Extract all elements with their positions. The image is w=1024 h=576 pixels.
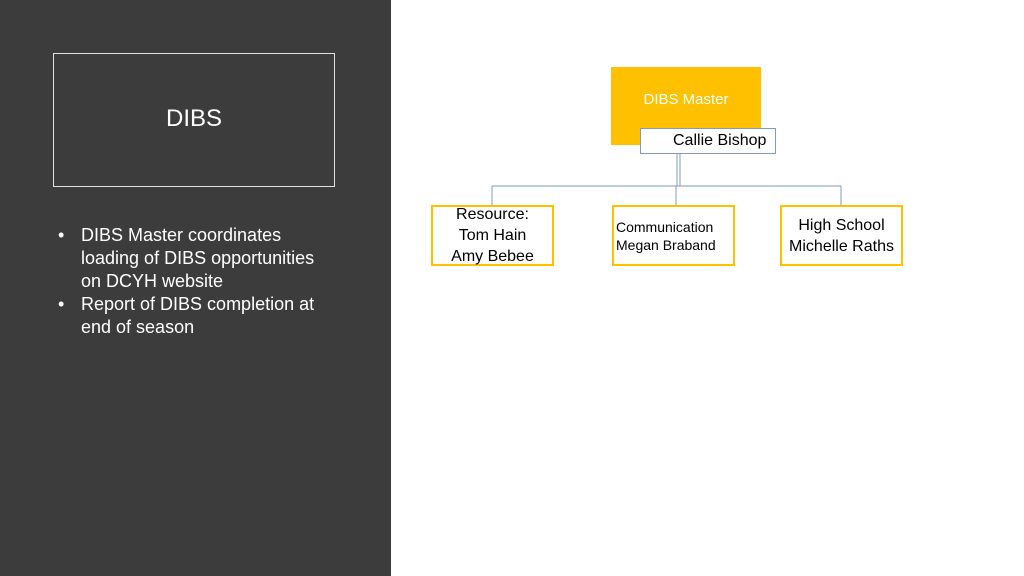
child-node-line: High School	[798, 216, 885, 234]
bullet-list: • DIBS Master coordinates loading of DIB…	[58, 224, 328, 339]
child-node-line: Communication	[616, 218, 714, 235]
bullet-item: • DIBS Master coordinates loading of DIB…	[58, 224, 328, 293]
bullet-icon: •	[58, 225, 65, 245]
bullet-text: DIBS Master coordinates loading of DIBS …	[81, 225, 315, 291]
root-node-title: DIBS Master	[643, 91, 729, 108]
left-panel: DIBS • DIBS Master coordinates loading o…	[0, 0, 391, 576]
child-node-line: Amy Bebee	[451, 248, 534, 265]
root-node-name: Callie Bishop	[673, 132, 767, 149]
bullet-text: Report of DIBS completion at end of seas…	[81, 294, 315, 337]
child-node-line: Megan Braband	[616, 236, 716, 253]
title-box: DIBS	[53, 53, 335, 187]
root-node-name-box: Callie Bishop	[640, 128, 776, 154]
bullet-icon: •	[58, 294, 65, 314]
child-node-high-school: High School Michelle Raths	[780, 205, 903, 266]
child-node-line: Tom Hain	[458, 227, 527, 244]
bullet-item: • Report of DIBS completion at end of se…	[58, 293, 328, 339]
child-node-communication: Communication Megan Braband	[612, 205, 735, 266]
child-node-line: Michelle Raths	[789, 237, 894, 255]
slide-title: DIBS	[165, 105, 222, 132]
child-node-resource: Resource: Tom Hain Amy Bebee	[431, 205, 554, 266]
child-node-line: Resource:	[456, 206, 529, 223]
